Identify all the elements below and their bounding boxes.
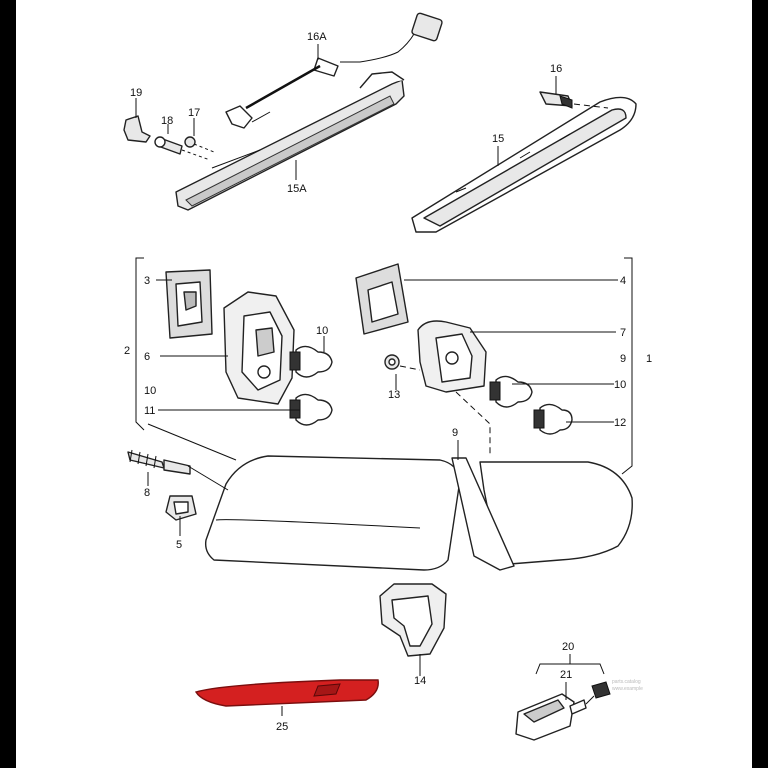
callout-13: 13 [388, 389, 400, 401]
svg-text:www.example: www.example [612, 686, 643, 692]
wire-harness-16a [225, 12, 443, 129]
clip-5 [165, 495, 197, 521]
callout-25: 25 [276, 721, 288, 733]
callout-9-right: 9 [620, 353, 626, 365]
bulb-carrier-7 [417, 320, 487, 393]
bulb-11 [289, 393, 333, 426]
callout-labels: 16A 19 18 17 15A 16 15 3 2 6 10 10 11 4 … [124, 31, 652, 733]
bulb-10-right [489, 375, 533, 408]
callout-15: 15 [492, 133, 504, 145]
clip-17 [184, 136, 215, 153]
callout-8: 8 [144, 487, 150, 499]
leader-lines [135, 44, 618, 716]
bulb-holder-16 [539, 91, 609, 109]
bracket-19 [123, 115, 151, 143]
bracket-2 [135, 257, 145, 431]
nut-13 [384, 354, 421, 371]
screw-8 [127, 449, 191, 475]
callout-16: 16 [550, 63, 562, 75]
callout-7: 7 [620, 327, 626, 339]
callout-15A: 15A [287, 183, 307, 195]
callout-11: 11 [144, 405, 155, 417]
callout-17: 17 [188, 107, 200, 119]
bulb-10-left [289, 345, 333, 378]
tail-light-left-outer [204, 455, 461, 571]
callout-12: 12 [614, 417, 626, 429]
callout-16A: 16A [307, 31, 327, 43]
callout-1: 1 [646, 353, 652, 365]
assembly-line [455, 391, 491, 456]
housing-14 [379, 583, 447, 657]
callout-3: 3 [144, 275, 150, 287]
screw-18 [154, 136, 211, 161]
callout-14: 14 [414, 675, 426, 687]
reflector-25 [194, 679, 379, 707]
gasket-3 [165, 269, 213, 339]
callout-2: 2 [124, 345, 130, 357]
svg-text:parts.catalog: parts.catalog [612, 679, 641, 685]
callout-5: 5 [176, 539, 182, 551]
license-lamp-20: parts.catalog www.example [515, 679, 643, 741]
callout-6: 6 [144, 351, 150, 363]
bulb-12 [533, 403, 573, 435]
third-brake-light-15a [175, 71, 405, 211]
bracket-1 [621, 257, 633, 475]
gasket-4 [355, 263, 409, 335]
callout-9-lens: 9 [452, 427, 458, 439]
callout-18: 18 [161, 115, 173, 127]
third-brake-light-15 [411, 96, 637, 233]
callout-10-left: 10 [316, 325, 328, 337]
callout-19: 19 [130, 87, 142, 99]
callout-21: 21 [560, 669, 572, 681]
tail-light-right-inner [451, 457, 633, 571]
callout-4: 4 [620, 275, 626, 287]
callout-10-lower: 10 [144, 385, 156, 397]
callout-20: 20 [562, 641, 574, 653]
callout-10-right: 10 [614, 379, 626, 391]
bulb-carrier-6 [223, 291, 295, 405]
